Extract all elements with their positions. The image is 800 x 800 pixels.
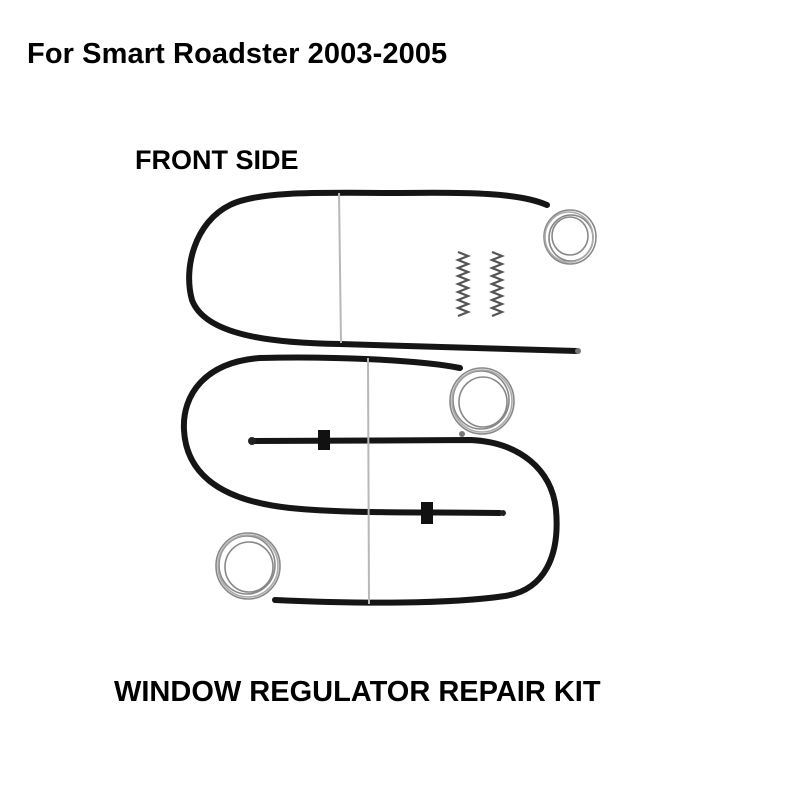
- front-side-label: FRONT SIDE: [135, 145, 299, 175]
- upper-cable-assembly: [186, 189, 581, 354]
- guide-wire-lower: [367, 357, 370, 605]
- spring-left: [455, 250, 471, 318]
- kit-name-label: WINDOW REGULATOR REPAIR KIT: [114, 676, 601, 708]
- cable-coil-mid-right: [449, 367, 515, 435]
- product-title: For Smart Roadster 2003-2005: [27, 38, 448, 70]
- lower-cable-assembly: [180, 354, 560, 606]
- spring-right: [489, 250, 505, 318]
- cable-end-fittings: [248, 430, 506, 524]
- cable-coil-bottom-left: [215, 532, 281, 600]
- cable-coil-top-right: [543, 209, 597, 265]
